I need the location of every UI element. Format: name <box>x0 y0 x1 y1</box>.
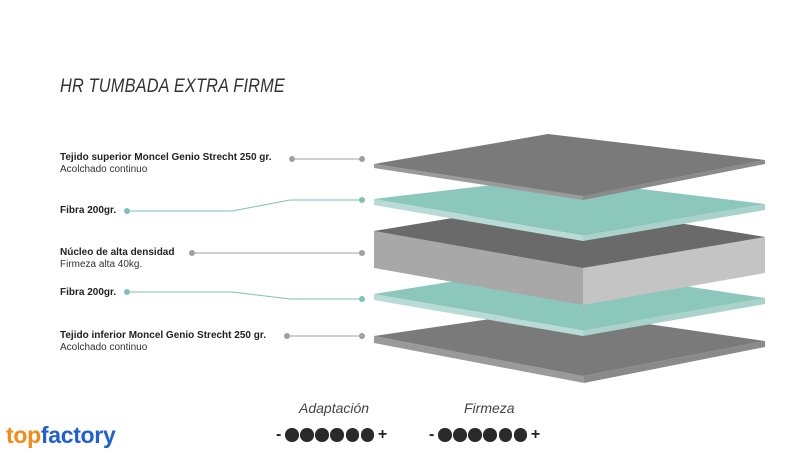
rating-dot <box>483 428 497 442</box>
rating-firmeza: - + <box>426 426 543 444</box>
layer-fiber-top <box>374 178 765 241</box>
layer-name: Tejido inferior Moncel Genio Strecht 250… <box>60 330 266 341</box>
leader-line-bottom-fabric <box>284 333 365 339</box>
leader-line-core <box>189 250 365 256</box>
layer-bottom-fabric <box>374 310 765 383</box>
layer-detail: Firmeza alta 40kg. <box>60 259 143 270</box>
layer-label-core: Núcleo de alta densidad Firmeza alta 40k… <box>60 247 174 271</box>
layer-name: Núcleo de alta densidad <box>60 247 175 258</box>
layer-label-fiber-top: Fibra 200gr. <box>60 205 116 217</box>
layer-name: Fibra 200gr. <box>60 205 117 216</box>
layer-detail: Acolchado continuo <box>60 342 148 353</box>
logo-part-factory: factory <box>40 422 116 448</box>
leader-line-fiber-top <box>124 197 365 214</box>
rating-dot <box>315 428 329 442</box>
layer-name: Fibra 200gr. <box>60 287 117 298</box>
product-title: HR TUMBADA EXTRA FIRME <box>60 76 285 97</box>
plus-sign: + <box>530 426 541 443</box>
leader-line-fiber-bottom <box>124 289 365 302</box>
rating-title-adaptacion: Adaptación <box>299 400 370 416</box>
leader-line-top-fabric <box>289 156 365 162</box>
rating-dots <box>437 428 528 442</box>
rating-dot <box>300 428 314 442</box>
layer-label-top-fabric: Tejido superior Moncel Genio Strecht 250… <box>60 152 272 176</box>
rating-dot <box>285 428 299 442</box>
rating-dot <box>453 428 467 442</box>
rating-dot <box>513 428 528 442</box>
rating-dot <box>498 428 512 442</box>
layer-label-fiber-bottom: Fibra 200gr. <box>60 287 116 299</box>
rating-dot <box>438 428 452 442</box>
layer-top-fabric <box>374 134 765 200</box>
minus-sign: - <box>276 426 282 443</box>
rating-title-firmeza: Firmeza <box>464 400 515 416</box>
topfactory-logo: topfactory <box>6 422 116 449</box>
plus-sign: + <box>377 426 388 443</box>
rating-dot <box>330 428 344 442</box>
layer-name: Tejido superior Moncel Genio Strecht 250… <box>60 152 272 163</box>
logo-part-top: top <box>6 422 41 448</box>
rating-adaptacion: - + <box>273 426 390 444</box>
layer-detail: Acolchado continuo <box>60 164 148 175</box>
rating-dot <box>468 428 482 442</box>
rating-dot <box>345 428 359 442</box>
layer-label-bottom-fabric: Tejido inferior Moncel Genio Strecht 250… <box>60 330 266 354</box>
rating-dot <box>360 428 375 442</box>
rating-dots <box>284 428 375 442</box>
minus-sign: - <box>429 426 435 443</box>
